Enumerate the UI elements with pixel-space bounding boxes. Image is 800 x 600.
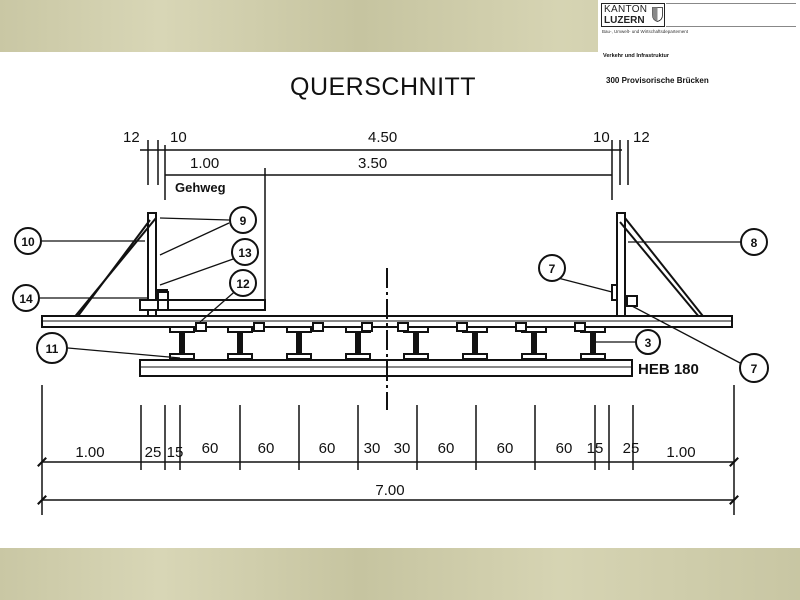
- callout-markers: [12, 206, 769, 383]
- girder-8: [574, 322, 606, 360]
- callout-8: 8: [751, 236, 758, 250]
- callout-11: 11: [46, 342, 59, 356]
- bottom-dim-25-left: 25: [145, 444, 162, 461]
- bottom-dim-25-right: 25: [623, 440, 640, 457]
- callout-3: 3: [645, 336, 652, 350]
- gehweg-label: Gehweg: [175, 180, 226, 195]
- top-dimensions: [140, 140, 629, 300]
- girder-4: [345, 322, 373, 360]
- callout-7-top: 7: [549, 262, 556, 276]
- callout-14: 14: [19, 292, 33, 306]
- callout-9: 9: [240, 214, 247, 228]
- kanton-luzern-logo: KANTON LUZERN Bau-, Umwelt- und Wirtscha…: [598, 0, 800, 52]
- bottom-dim-60-2: 60: [258, 440, 275, 457]
- callout-13: 13: [238, 246, 252, 260]
- dim-12-right: 12: [633, 129, 650, 146]
- total-width-700: 7.00: [375, 482, 404, 499]
- logo-kanton-text: KANTON: [604, 4, 648, 15]
- bottom-dim-15-left: 15: [167, 444, 184, 461]
- logo-rule: [666, 3, 796, 27]
- girder-3: [286, 322, 324, 360]
- girder-7: [515, 322, 547, 360]
- girder-1: [169, 322, 207, 360]
- bottom-dim-30-left: 30: [364, 440, 381, 457]
- coat-of-arms-icon: [652, 7, 663, 22]
- bridge-structure: [41, 212, 733, 410]
- bottom-dim-15-right: 15: [587, 440, 604, 457]
- girder-6: [456, 322, 488, 360]
- dim-350: 3.50: [358, 155, 387, 172]
- bottom-dim-100-right: 1.00: [666, 444, 695, 461]
- bottom-dim-60-3: 60: [319, 440, 336, 457]
- dim-10-right: 10: [593, 129, 610, 146]
- girder-2: [227, 322, 265, 360]
- section-title: 300 Provisorische Brücken: [606, 76, 709, 85]
- logo-box: KANTON LUZERN: [601, 3, 665, 27]
- callout-7-bottom: 7: [751, 362, 758, 376]
- logo-luzern-text: LUZERN: [604, 15, 645, 26]
- bottom-dim-30-right: 30: [394, 440, 411, 457]
- bottom-dimensions: [37, 385, 739, 515]
- callout-10: 10: [21, 235, 35, 249]
- bottom-dim-60-5: 60: [497, 440, 514, 457]
- dim-12-left: 12: [123, 129, 140, 146]
- bottom-decorative-band: [0, 548, 800, 600]
- cross-section-drawing: 12 10 4.50 10 12 1.00 3.50 Gehweg: [12, 129, 769, 515]
- dim-450: 4.50: [368, 129, 397, 146]
- page-title: QUERSCHNITT: [290, 73, 477, 101]
- bottom-dim-60-6: 60: [556, 440, 573, 457]
- dim-100-top: 1.00: [190, 155, 219, 172]
- callout-12: 12: [236, 277, 250, 291]
- logo-subtitle: Bau-, Umwelt- und Wirtschaftsdepartement: [602, 29, 689, 34]
- bottom-dim-60-1: 60: [202, 440, 219, 457]
- bottom-dim-100-left: 1.00: [75, 444, 104, 461]
- heb-180-label: HEB 180: [638, 361, 699, 378]
- dim-10-left: 10: [170, 129, 187, 146]
- girder-5: [397, 322, 429, 360]
- department-label: Verkehr und Infrastruktur: [603, 53, 670, 59]
- leader-lines: [40, 217, 743, 365]
- bottom-dim-60-4: 60: [438, 440, 455, 457]
